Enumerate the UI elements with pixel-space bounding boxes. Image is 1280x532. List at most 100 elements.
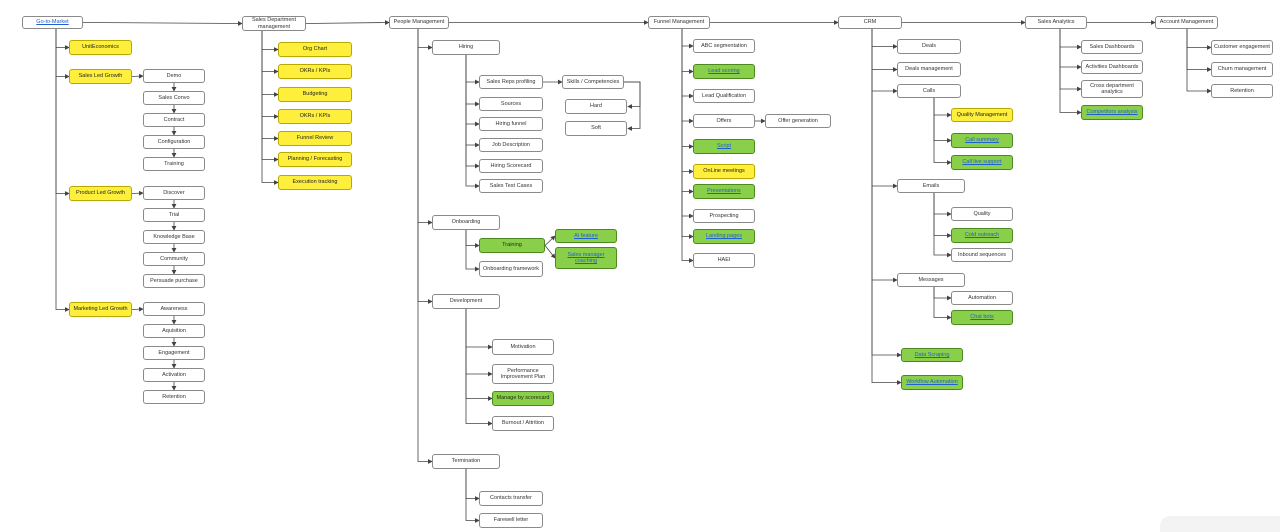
node-offergen[interactable]: Offer generation — [765, 114, 831, 128]
tree-branch — [465, 230, 480, 248]
node-soft[interactable]: Soft — [565, 121, 627, 136]
node-custeng[interactable]: Customer engagement — [1211, 40, 1273, 55]
node-inbound[interactable]: Inbound sequences — [951, 248, 1013, 262]
node-contacts[interactable]: Contacts transfer — [479, 491, 543, 506]
node-gtm[interactable]: Go-to-Market — [22, 16, 83, 29]
node-engagement[interactable]: Engagement — [143, 346, 205, 360]
node-budget[interactable]: Budgeting — [278, 87, 352, 102]
tree-branch — [55, 29, 70, 79]
node-obframe[interactable]: Onboarding framework — [479, 261, 543, 277]
node-chatbots[interactable]: Chat bots — [951, 310, 1013, 325]
node-sa[interactable]: Sales Analytics — [1025, 16, 1087, 29]
node-training1[interactable]: Training — [143, 157, 205, 171]
top-chain-arrow — [82, 21, 243, 26]
node-fm[interactable]: Funnel Management — [648, 16, 710, 29]
node-retention2[interactable]: Retention — [1211, 84, 1273, 98]
node-crossdept[interactable]: Cross department analytics — [1081, 80, 1143, 98]
node-label: Lead scoring — [708, 68, 740, 75]
node-callsumm[interactable]: Call summary — [951, 133, 1013, 148]
node-demo[interactable]: Demo — [143, 69, 205, 83]
node-compete[interactable]: Competitors analysis — [1081, 105, 1143, 120]
node-farewell[interactable]: Farewell letter — [479, 513, 543, 528]
node-funnelrev[interactable]: Funnel Review — [278, 131, 352, 146]
node-script[interactable]: Script — [693, 139, 755, 154]
node-leadscoring[interactable]: Lead scoring — [693, 64, 755, 79]
node-leadqual[interactable]: Lead Qualification — [693, 89, 755, 103]
node-quality1[interactable]: Quality Management — [951, 108, 1013, 122]
node-haei[interactable]: HAEI — [693, 253, 755, 268]
node-hiring[interactable]: Hiring — [432, 40, 500, 55]
node-messages[interactable]: Messages — [897, 273, 965, 287]
node-offers[interactable]: Offers — [693, 114, 755, 128]
node-actdash[interactable]: Activities Dashboards — [1081, 60, 1143, 74]
node-emails[interactable]: Emails — [897, 179, 965, 193]
node-okr2[interactable]: OKRs / KPIs — [278, 109, 352, 124]
tree-branch — [871, 29, 898, 189]
node-planning[interactable]: Planning / Forecasting — [278, 152, 352, 167]
node-label: Onboarding — [451, 219, 481, 226]
node-datascraping[interactable]: Data Scraping — [901, 348, 963, 362]
node-label: Inbound sequences — [957, 251, 1006, 258]
node-reps[interactable]: Sales Reps profiling — [479, 75, 543, 89]
node-mlg[interactable]: Marketing Led Growth — [69, 302, 132, 317]
node-aquisition[interactable]: Aquisition — [143, 324, 205, 338]
node-dealsmgmt[interactable]: Deals management — [897, 62, 961, 77]
node-churn[interactable]: Churn management — [1211, 62, 1273, 77]
node-abc[interactable]: ABC segmentation — [693, 39, 755, 53]
node-cold[interactable]: Cold outreach — [951, 228, 1013, 243]
node-plg[interactable]: Product Led Growth — [69, 186, 132, 201]
node-calls[interactable]: Calls — [897, 84, 961, 98]
node-persuade[interactable]: Persuade purchase — [143, 274, 205, 288]
node-am[interactable]: Account Management — [1155, 16, 1218, 29]
node-trial[interactable]: Trial — [143, 208, 205, 222]
tree-branch — [681, 29, 694, 49]
node-pm[interactable]: People Management — [389, 16, 449, 29]
node-activation[interactable]: Activation — [143, 368, 205, 382]
node-callsupport[interactable]: Call live support — [951, 155, 1013, 170]
node-exec[interactable]: Execution tracking — [278, 175, 352, 190]
node-kb[interactable]: Knowledge Base — [143, 230, 205, 244]
node-landing[interactable]: Landing pages — [693, 229, 755, 244]
node-convo[interactable]: Sales Convo — [143, 91, 205, 105]
node-hard[interactable]: Hard — [565, 99, 627, 114]
node-contract[interactable]: Contract — [143, 113, 205, 127]
node-onboarding[interactable]: Onboarding — [432, 215, 500, 230]
node-discover[interactable]: Discover — [143, 186, 205, 200]
node-presentations[interactable]: Presentations — [693, 184, 755, 199]
node-aifeature[interactable]: AI feature — [555, 229, 617, 243]
node-workflow[interactable]: Workflow Automation — [901, 375, 963, 390]
node-scorecard[interactable]: Hiring Scorecard — [479, 159, 543, 173]
node-testcases[interactable]: Sales Test Cases — [479, 179, 543, 193]
node-coaching[interactable]: Sales manager coaching — [555, 247, 617, 269]
node-okr1[interactable]: OKRs / KPIs — [278, 64, 352, 79]
node-unit[interactable]: UnitEconomics — [69, 40, 132, 55]
node-motivation[interactable]: Motivation — [492, 339, 554, 355]
node-pip[interactable]: Performance Improvement Plan — [492, 364, 554, 384]
node-training2[interactable]: Training — [479, 238, 545, 253]
node-salesdash[interactable]: Sales Dashboards — [1081, 40, 1143, 54]
tree-branch — [681, 29, 694, 99]
node-quality2[interactable]: Quality — [951, 207, 1013, 221]
node-community[interactable]: Community — [143, 252, 205, 266]
node-sdm[interactable]: Sales Department management — [242, 16, 306, 31]
node-config[interactable]: Configuration — [143, 135, 205, 149]
node-hfunnel[interactable]: Hiring funnel — [479, 117, 543, 131]
tree-branch — [871, 29, 898, 94]
node-crm[interactable]: CRM — [838, 16, 902, 29]
node-development[interactable]: Development — [432, 294, 500, 309]
node-sources[interactable]: Sources — [479, 97, 543, 111]
node-org[interactable]: Org Chart — [278, 42, 352, 57]
node-deals[interactable]: Deals — [897, 39, 961, 54]
node-automation[interactable]: Automation — [951, 291, 1013, 305]
node-skills[interactable]: Skills / Competencies — [562, 75, 624, 89]
node-termination[interactable]: Termination — [432, 454, 500, 469]
node-prospecting[interactable]: Prospecting — [693, 209, 755, 223]
node-online[interactable]: OnLine meetings — [693, 164, 755, 179]
node-awareness[interactable]: Awareness — [143, 302, 205, 316]
node-label: Motivation — [510, 343, 536, 350]
node-manage[interactable]: Manage by scorecard — [492, 391, 554, 406]
node-retention1[interactable]: Retention — [143, 390, 205, 404]
node-slg[interactable]: Sales Led Growth — [69, 69, 132, 84]
node-burnout[interactable]: Burnout / Attrition — [492, 416, 554, 431]
node-jd[interactable]: Job Description — [479, 138, 543, 152]
